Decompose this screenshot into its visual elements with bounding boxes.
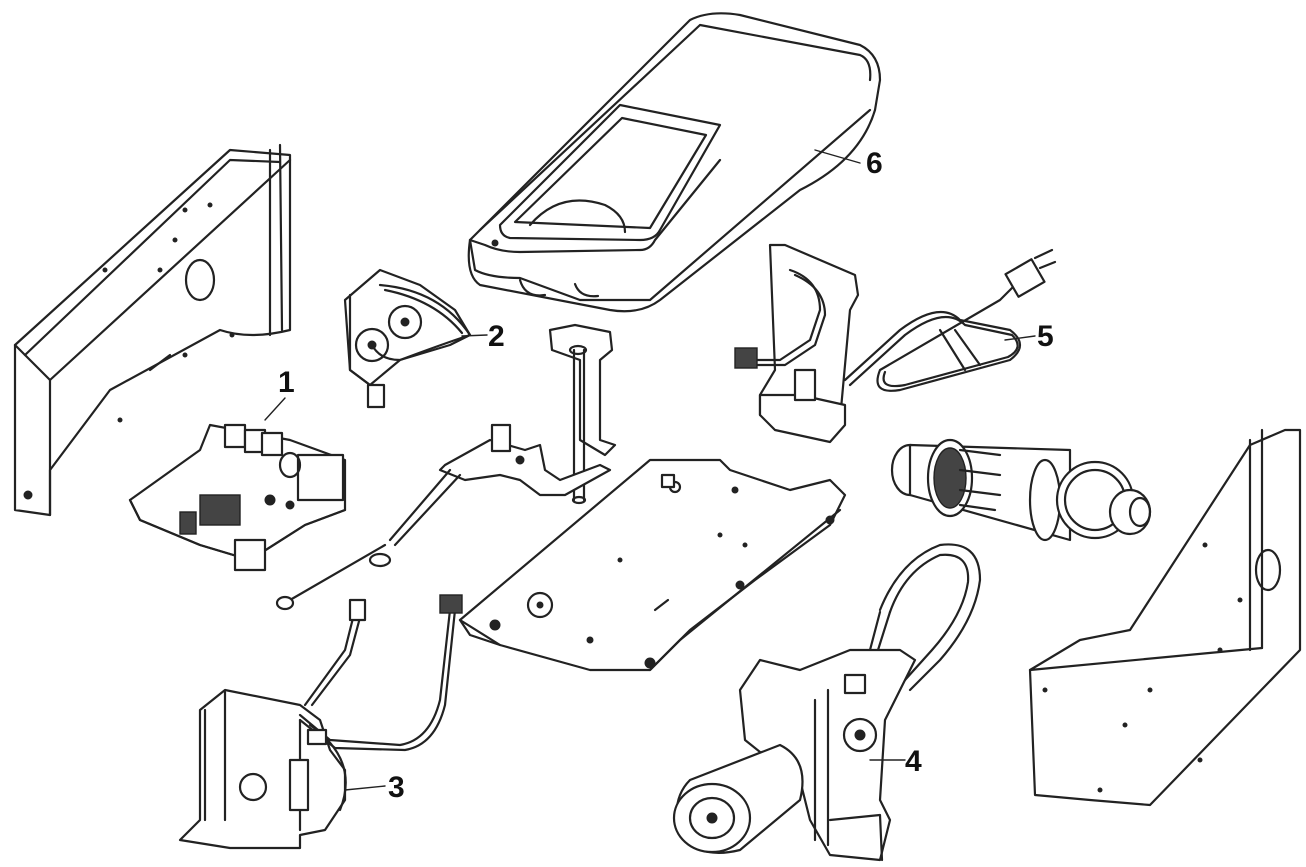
- callout-5-label: 5: [1037, 320, 1054, 353]
- callout-6-label: 6: [866, 147, 883, 180]
- sprocket-shaft-part: [890, 438, 1152, 542]
- callout-1-label: 1: [278, 366, 295, 399]
- callout-5-leader: [1004, 335, 1036, 341]
- callout-4-label: 4: [905, 745, 922, 778]
- callout-6-leader: [814, 149, 861, 164]
- callout-1-leader: [264, 397, 286, 421]
- cover-part: [467, 12, 882, 313]
- callout-3-label: 3: [388, 771, 405, 804]
- transformer-part: [178, 594, 463, 850]
- motor-chain-part: [672, 543, 982, 862]
- left-side-panel: [13, 143, 292, 517]
- base-plate-part: [458, 458, 847, 672]
- callout-2-label: 2: [488, 320, 505, 353]
- callout-3-leader: [344, 785, 386, 791]
- logic-board-part: [128, 423, 347, 572]
- power-cord-part: [734, 243, 1057, 444]
- travel-module-part: [343, 268, 472, 409]
- rail-bracket-part: [275, 323, 617, 611]
- right-side-panel: [1028, 428, 1302, 807]
- callout-2-leader: [461, 334, 488, 337]
